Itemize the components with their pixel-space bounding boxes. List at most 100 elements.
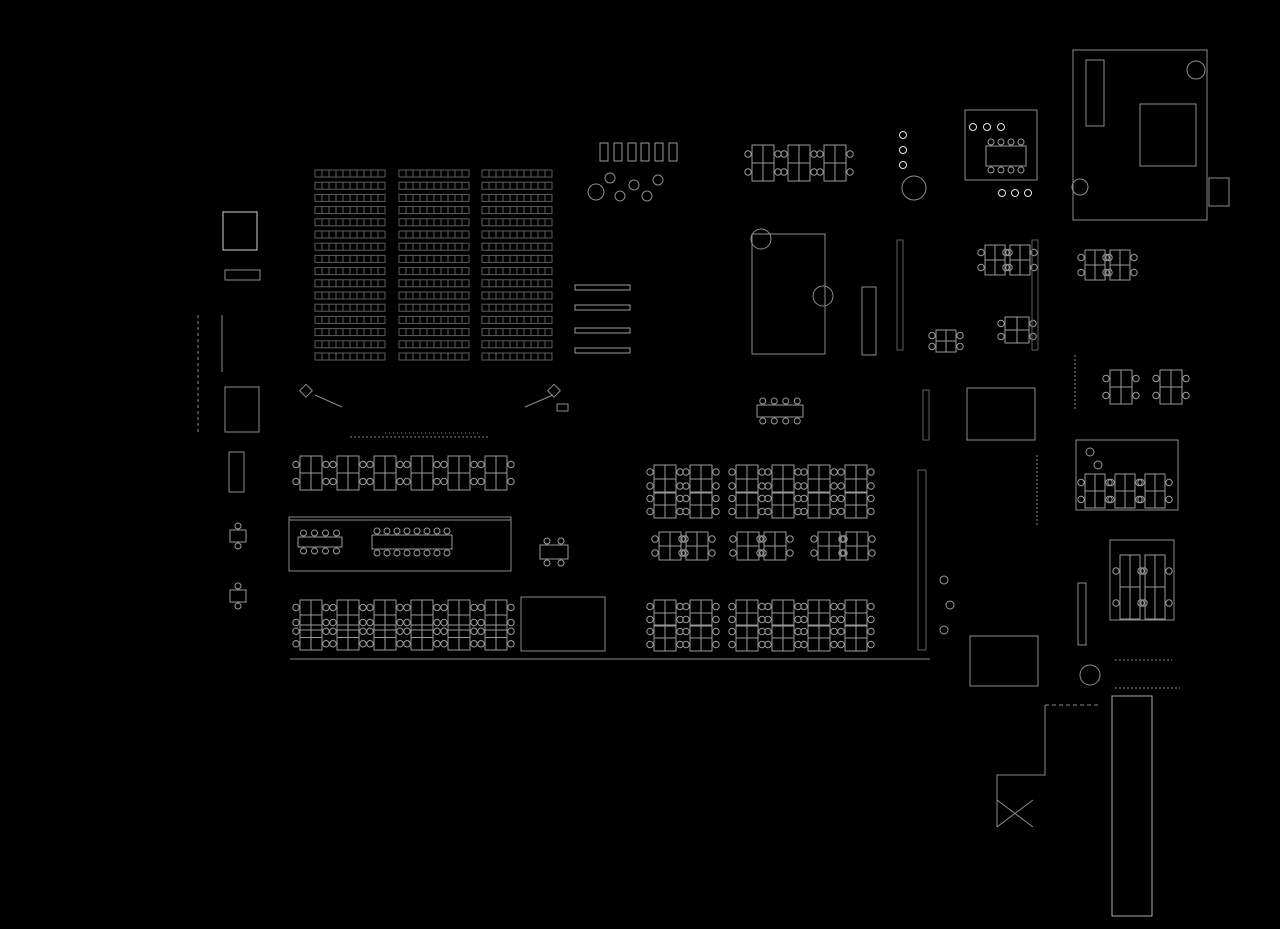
chair	[359, 640, 367, 648]
chair	[756, 549, 764, 557]
wall	[996, 705, 1046, 827]
chair	[366, 603, 374, 612]
chair	[830, 507, 838, 516]
chair	[712, 482, 720, 490]
chair	[794, 615, 802, 624]
chair	[830, 482, 838, 490]
chair	[470, 477, 478, 486]
chair	[774, 168, 782, 176]
meeting-room	[751, 233, 826, 355]
plant	[1186, 60, 1206, 80]
chair	[433, 460, 441, 469]
chair	[1137, 495, 1145, 504]
chair	[1030, 263, 1038, 272]
lectern	[556, 403, 569, 412]
meeting-table	[985, 145, 1027, 167]
chair	[543, 537, 551, 545]
chair	[728, 482, 736, 490]
chair	[470, 603, 478, 612]
chair	[728, 602, 736, 611]
chair	[396, 603, 404, 612]
chair	[997, 166, 1005, 174]
chair	[507, 460, 515, 469]
chair	[758, 507, 766, 516]
chair	[676, 602, 684, 611]
chair	[830, 494, 838, 503]
chair	[403, 627, 411, 635]
chair	[1102, 374, 1110, 383]
chair	[433, 477, 441, 486]
chair	[728, 507, 736, 516]
desk	[574, 327, 631, 334]
chair	[311, 547, 318, 555]
meeting-room	[1109, 539, 1175, 621]
chair	[676, 640, 684, 649]
chair	[1017, 166, 1025, 174]
plant	[1079, 664, 1101, 686]
chair	[987, 166, 995, 174]
chair	[646, 494, 654, 503]
chair	[837, 494, 845, 503]
chair	[329, 477, 337, 486]
chair	[682, 615, 690, 624]
chair	[997, 138, 1005, 146]
chair	[708, 549, 716, 557]
chair	[758, 640, 766, 649]
chair	[830, 627, 838, 636]
chair	[322, 547, 329, 555]
chair	[234, 602, 242, 610]
chair	[329, 618, 337, 627]
table-round	[652, 174, 664, 186]
chair	[830, 602, 838, 611]
chair	[1077, 268, 1085, 277]
auditorium-front-line	[524, 394, 554, 408]
desk	[574, 284, 631, 291]
chair	[470, 627, 478, 635]
chair	[366, 618, 374, 627]
chair	[764, 482, 772, 490]
chair	[396, 460, 404, 469]
chair	[780, 150, 788, 158]
chair	[1132, 391, 1140, 400]
exec-conference	[1085, 59, 1105, 127]
chair	[322, 627, 330, 635]
table-round	[628, 179, 640, 191]
chair	[433, 627, 441, 635]
chair	[676, 494, 684, 503]
chair	[868, 549, 876, 557]
chair	[322, 477, 330, 486]
locker	[640, 142, 650, 162]
meeting-table	[371, 534, 453, 550]
plant	[750, 228, 772, 250]
chair	[322, 618, 330, 627]
chair	[359, 618, 367, 627]
chair	[1152, 374, 1160, 383]
chair	[651, 535, 659, 543]
chair	[997, 319, 1005, 328]
chair	[758, 615, 766, 624]
chair	[477, 640, 485, 648]
chair	[810, 535, 818, 543]
chair	[1182, 391, 1190, 400]
chair	[810, 150, 818, 158]
chair	[396, 640, 404, 648]
chair	[800, 507, 808, 516]
chair	[1105, 268, 1113, 277]
chair	[712, 507, 720, 516]
chair	[646, 615, 654, 624]
chair	[837, 507, 845, 516]
chair	[782, 417, 790, 425]
chair	[366, 640, 374, 648]
chair	[956, 331, 964, 340]
chair	[681, 549, 689, 557]
chair	[383, 549, 391, 557]
meeting-room	[1075, 439, 1179, 511]
chair	[403, 527, 411, 535]
chair	[682, 482, 690, 490]
chair	[443, 527, 451, 535]
storage	[1077, 582, 1087, 646]
chair	[477, 460, 485, 469]
chair	[393, 527, 401, 535]
